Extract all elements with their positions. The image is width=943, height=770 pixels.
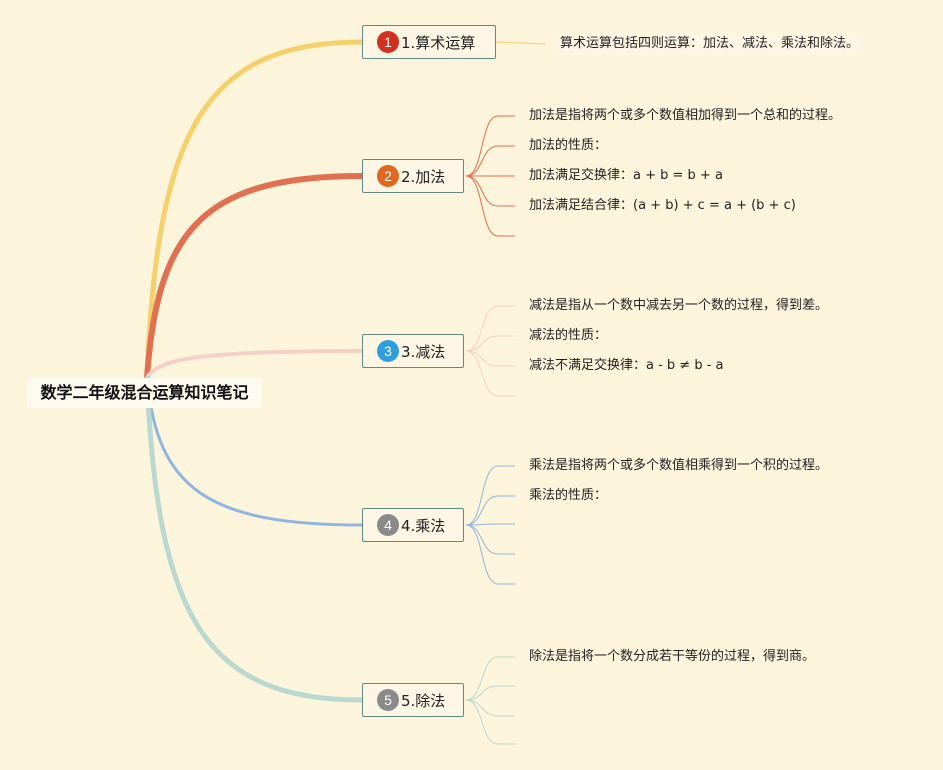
- branch-connector-1: [144, 39, 365, 381]
- branch-connector-5: [144, 375, 365, 703]
- number-badge-icon: 5: [377, 689, 399, 711]
- branch-connector-3: [145, 349, 364, 380]
- branch-label: 2.加法: [401, 167, 446, 186]
- number-badge-icon: 4: [377, 514, 399, 536]
- leaf-topic[interactable]: 加法满足结合律：(a + b) + c = a + (b + c): [529, 198, 796, 213]
- leaf-connector: [495, 41, 547, 45]
- leaf-connector: [465, 495, 515, 526]
- leaf-connector: [465, 350, 515, 367]
- leaf-connector: [465, 524, 515, 555]
- leaf-connector: [465, 350, 515, 397]
- branch-label: 1.算术运算: [401, 33, 476, 52]
- leaf-connector: [465, 175, 515, 237]
- number-badge-icon: 3: [377, 340, 399, 362]
- branch-connector-4: [145, 376, 364, 527]
- number-badge-icon: 1: [377, 31, 399, 53]
- leaf-connector: [465, 699, 515, 745]
- leaf-topic[interactable]: 乘法是指将两个或多个数值相乘得到一个积的过程。: [529, 458, 829, 473]
- leaf-connector: [465, 699, 515, 717]
- leaf-topic[interactable]: 减法的性质：: [529, 328, 608, 343]
- leaf-topic[interactable]: 加法是指将两个或多个数值相加得到一个总和的过程。: [529, 108, 842, 123]
- branch-connector-2: [144, 173, 365, 381]
- leaf-topic[interactable]: 算术运算包括四则运算：加法、减法、乘法和除法。: [556, 33, 864, 55]
- root-topic[interactable]: 数学二年级混合运算知识笔记: [27, 378, 262, 408]
- leaf-connector: [465, 305, 515, 352]
- leaf-connector: [465, 685, 515, 701]
- leaf-topic[interactable]: 乘法的性质：: [529, 488, 608, 503]
- branch-label: 4.乘法: [401, 516, 446, 535]
- leaf-connector: [465, 335, 515, 352]
- branch-label: 5.除法: [401, 691, 446, 710]
- leaf-topic[interactable]: 除法是指将一个数分成若干等份的过程，得到商。: [529, 649, 816, 664]
- leaf-connector: [465, 523, 515, 526]
- branch-label: 3.减法: [401, 342, 446, 361]
- leaf-connector: [465, 465, 515, 526]
- leaf-connector: [465, 175, 515, 207]
- leaf-topic[interactable]: 减法是指从一个数中减去另一个数的过程，得到差。: [529, 298, 829, 313]
- leaf-topic[interactable]: 加法的性质：: [529, 138, 608, 153]
- leaf-connector: [465, 115, 515, 177]
- leaf-connector: [465, 524, 515, 585]
- number-badge-icon: 2: [377, 165, 399, 187]
- leaf-topic[interactable]: 加法满足交换律：a + b = b + a: [529, 168, 723, 183]
- leaf-connector: [465, 145, 515, 177]
- leaf-topic[interactable]: 减法不满足交换律：a - b ≠ b - a: [529, 358, 724, 373]
- leaf-connector: [465, 656, 515, 701]
